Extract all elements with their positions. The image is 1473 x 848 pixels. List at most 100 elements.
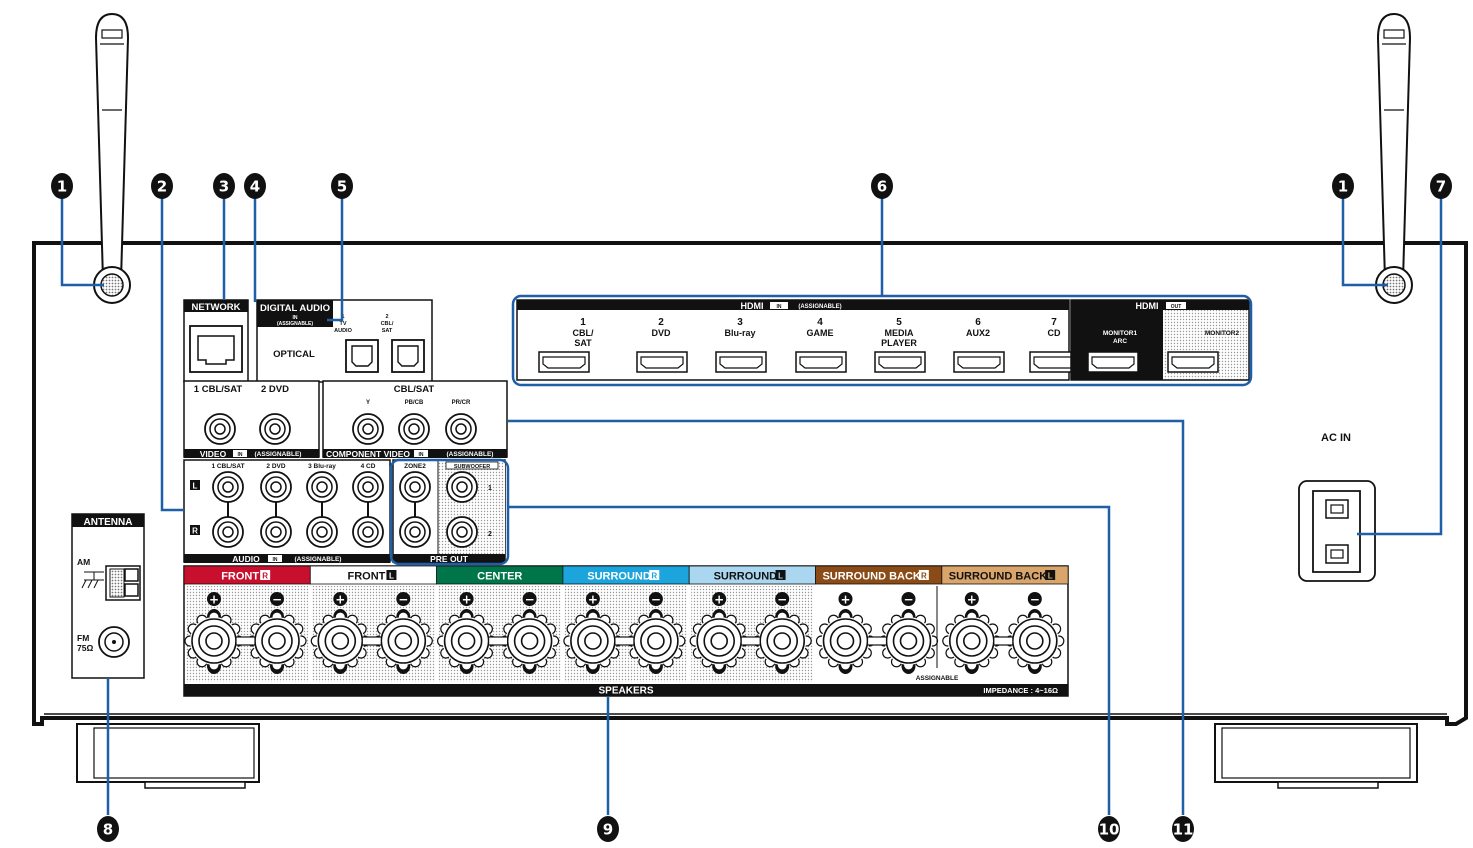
speaker-negative-terminal[interactable] xyxy=(500,609,560,674)
callout-marker-1: 1 xyxy=(1332,173,1354,199)
optical-port-2[interactable] xyxy=(391,339,425,373)
optical-2-label-a: CBL/ xyxy=(381,321,394,327)
speaker-plus-sign-icon: + xyxy=(333,592,348,607)
optical-label: OPTICAL xyxy=(273,349,315,360)
hdmi-input-port-7[interactable] xyxy=(1029,351,1081,373)
hdmi-monitor1-port[interactable] xyxy=(1087,351,1139,373)
hdmi-input-ports: 1CBL/SAT2DVD3Blu-ray4GAME5MEDIAPLAYER6AU… xyxy=(538,317,1081,373)
antenna-right xyxy=(1375,12,1413,304)
video-jack-dvd[interactable] xyxy=(259,413,291,445)
speaker-negative-terminal[interactable] xyxy=(878,609,939,674)
audio-input-right-jack[interactable] xyxy=(352,516,384,548)
hdmi-input-port-4[interactable] xyxy=(795,351,847,373)
speaker-positive-terminal[interactable] xyxy=(815,609,876,674)
ac-inlet[interactable] xyxy=(1298,480,1376,582)
subwoofer-2-jack[interactable] xyxy=(446,516,478,548)
speaker-positive-terminal[interactable] xyxy=(184,609,244,674)
hdmi-input-name: Blu-ray xyxy=(724,328,755,338)
audio-input-left-jack[interactable] xyxy=(306,471,338,503)
hdmi-input-port-3[interactable] xyxy=(715,351,767,373)
speaker-group-label: SURROUND xyxy=(587,571,651,583)
hdmi-input-number: 4 xyxy=(817,317,823,328)
svg-text:−: − xyxy=(525,593,535,607)
svg-text:+: + xyxy=(840,593,850,607)
svg-text:−: − xyxy=(272,593,282,607)
fm-connector[interactable] xyxy=(98,626,130,658)
ac-in-label: AC IN xyxy=(1321,432,1351,444)
video-jack-cbl[interactable] xyxy=(204,413,236,445)
callout-marker-6: 6 xyxy=(871,173,893,199)
speaker-side-badge xyxy=(918,570,929,580)
audio-left-badge: L xyxy=(193,482,198,491)
svg-text:9: 9 xyxy=(603,821,613,839)
fm-label: FM xyxy=(77,633,89,643)
am-label: AM xyxy=(77,557,90,567)
audio-assignable: (ASSIGNABLE) xyxy=(295,556,342,563)
svg-text:+: + xyxy=(335,593,345,607)
speaker-minus-sign-icon: − xyxy=(901,592,916,607)
svg-text:10: 10 xyxy=(1099,821,1120,839)
zone2-right-jack[interactable] xyxy=(399,516,431,548)
callout-marker-1: 1 xyxy=(51,173,73,199)
speaker-terminal-bridge xyxy=(740,636,761,646)
hdmi-input-name: AUX2 xyxy=(966,328,990,338)
hdmi-input-number: 1 xyxy=(580,317,586,328)
audio-input-left-jack[interactable] xyxy=(352,471,384,503)
audio-input-left-jack[interactable] xyxy=(212,471,244,503)
zone2-left-jack[interactable] xyxy=(399,471,431,503)
component-jack-pb[interactable] xyxy=(398,413,430,445)
hdmi-input-port-1[interactable] xyxy=(538,351,590,373)
component-jack-y[interactable] xyxy=(352,413,384,445)
speaker-negative-terminal[interactable] xyxy=(1005,609,1065,674)
svg-text:+: + xyxy=(462,593,472,607)
speaker-group-label: SURROUND BACK xyxy=(822,571,920,583)
speaker-minus-sign-icon: − xyxy=(648,592,663,607)
speaker-terminal-bridge xyxy=(866,636,888,646)
speaker-negative-terminal[interactable] xyxy=(752,609,812,674)
subwoofer-1-jack[interactable] xyxy=(446,471,478,503)
hdmi-out-tag: OUT xyxy=(1171,304,1182,310)
foot-left xyxy=(76,723,260,789)
audio-input-left-jack[interactable] xyxy=(260,471,292,503)
speaker-negative-terminal[interactable] xyxy=(626,609,686,674)
speaker-terminal-bridge xyxy=(361,636,382,646)
ethernet-port[interactable] xyxy=(189,325,243,373)
speaker-side-badge xyxy=(1045,570,1056,580)
svg-text:+: + xyxy=(967,593,977,607)
audio-input-right-jack[interactable] xyxy=(306,516,338,548)
audio-input-right-jack[interactable] xyxy=(260,516,292,548)
svg-text:3: 3 xyxy=(219,178,229,196)
audio-input-label: 2 DVD xyxy=(266,463,285,470)
speaker-positive-terminal[interactable] xyxy=(563,609,623,674)
hdmi-input-port-2[interactable] xyxy=(636,351,688,373)
svg-text:11: 11 xyxy=(1173,821,1194,839)
hdmi-monitor2-port[interactable] xyxy=(1167,351,1219,373)
component-y-label: Y xyxy=(366,400,370,406)
hdmi-input-7-label: 7CD xyxy=(1048,317,1061,338)
callout-marker-2: 2 xyxy=(151,173,173,199)
audio-input-right-jack[interactable] xyxy=(212,516,244,548)
component-jack-pr[interactable] xyxy=(445,413,477,445)
video-in-section: 1 CBL/SAT 2 DVD VIDEO IN (ASSIGNABLE) xyxy=(183,380,320,459)
hdmi-input-port-6[interactable] xyxy=(953,351,1005,373)
optical-port-1[interactable] xyxy=(345,339,379,373)
hdmi-in-tag: IN xyxy=(777,304,782,310)
am-terminal[interactable] xyxy=(105,565,141,601)
hdmi-input-number: 5 xyxy=(896,317,902,328)
hdmi-input-port-5[interactable] xyxy=(874,351,926,373)
optical-1-label-b: AUDIO xyxy=(334,328,352,334)
speaker-group-header xyxy=(941,565,1069,585)
speaker-minus-sign-icon: − xyxy=(396,592,411,607)
monitor2-label: MONITOR2 xyxy=(1205,330,1240,337)
speaker-positive-terminal[interactable] xyxy=(437,609,497,674)
speaker-minus-sign-icon: − xyxy=(522,592,537,607)
svg-text:+: + xyxy=(209,593,219,607)
speaker-negative-terminal[interactable] xyxy=(247,609,307,674)
digital-assignable: (ASSIGNABLE) xyxy=(277,321,313,327)
